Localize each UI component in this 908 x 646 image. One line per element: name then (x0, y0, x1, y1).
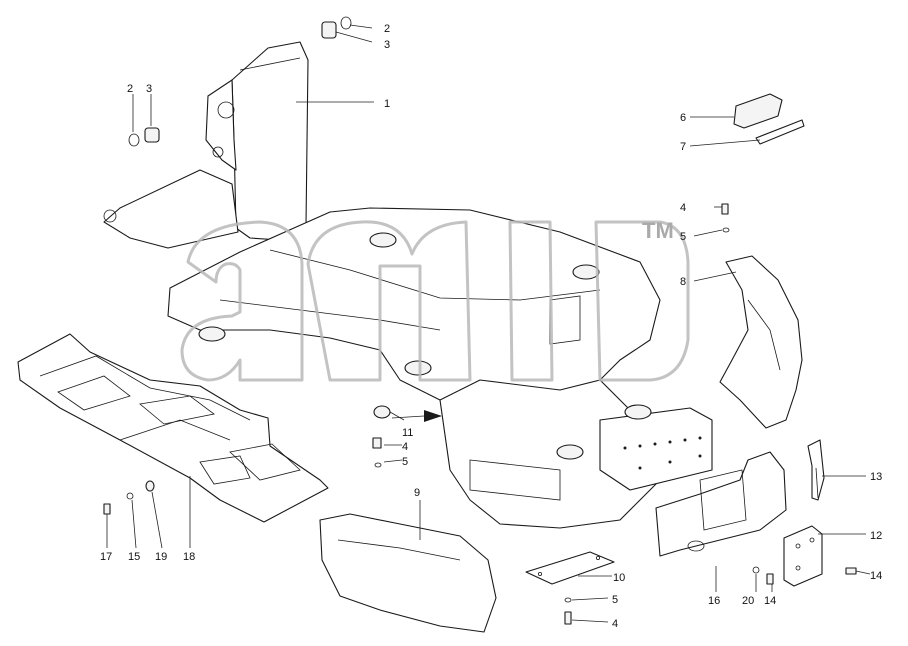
callout-4-upper: 4 (680, 202, 686, 214)
callout-9: 9 (414, 487, 420, 499)
callout-5-upper: 5 (680, 231, 686, 243)
callout-4-bottom: 4 (612, 618, 618, 630)
clip-part-13 (807, 439, 825, 501)
callout-4-center: 4 (402, 441, 408, 453)
callout-13: 13 (870, 471, 882, 483)
callout-11: 11 (402, 427, 413, 439)
callout-7: 7 (680, 141, 686, 153)
strip-part-7 (755, 119, 805, 145)
trim-part-6 (733, 93, 783, 129)
callout-20: 20 (742, 595, 754, 607)
callout-1: 1 (384, 98, 390, 110)
counterweight-part-16 (655, 451, 787, 557)
callout-12: 12 (870, 530, 882, 542)
side-cover-part-9 (319, 513, 497, 633)
callout-15: 15 (128, 551, 140, 563)
callout-19: 19 (155, 551, 167, 563)
bracket-part-12 (783, 525, 823, 587)
callout-18: 18 (183, 551, 195, 563)
plate-part-10 (525, 551, 615, 585)
hardware (103, 16, 857, 625)
callout-3-left: 3 (146, 83, 152, 95)
callout-17: 17 (100, 551, 112, 563)
callout-10: 10 (613, 572, 625, 584)
callout-6: 6 (680, 112, 686, 124)
leader-lines (106, 24, 871, 623)
callout-5-center: 5 (402, 456, 408, 468)
watermark-tm: TM (642, 218, 674, 243)
side-panel-part-8 (719, 255, 803, 429)
callout-16: 16 (708, 595, 720, 607)
callout-5-bottom: 5 (612, 594, 618, 606)
callout-14-right: 14 (870, 570, 882, 582)
callout-2-top: 2 (384, 23, 390, 35)
belly-pan-part-18 (17, 333, 329, 523)
callout-labels: 1 2 3 2 3 4 5 6 7 8 9 10 11 4 5 12 13 14… (100, 23, 882, 630)
direction-arrow (391, 410, 442, 422)
callout-8: 8 (680, 276, 686, 288)
watermark-logo: TM ahid (180, 218, 690, 382)
callout-14-bottom: 14 (764, 595, 776, 607)
main-frame-part-1 (103, 41, 713, 529)
callout-2-left: 2 (127, 83, 133, 95)
callout-3-top: 3 (384, 39, 390, 51)
